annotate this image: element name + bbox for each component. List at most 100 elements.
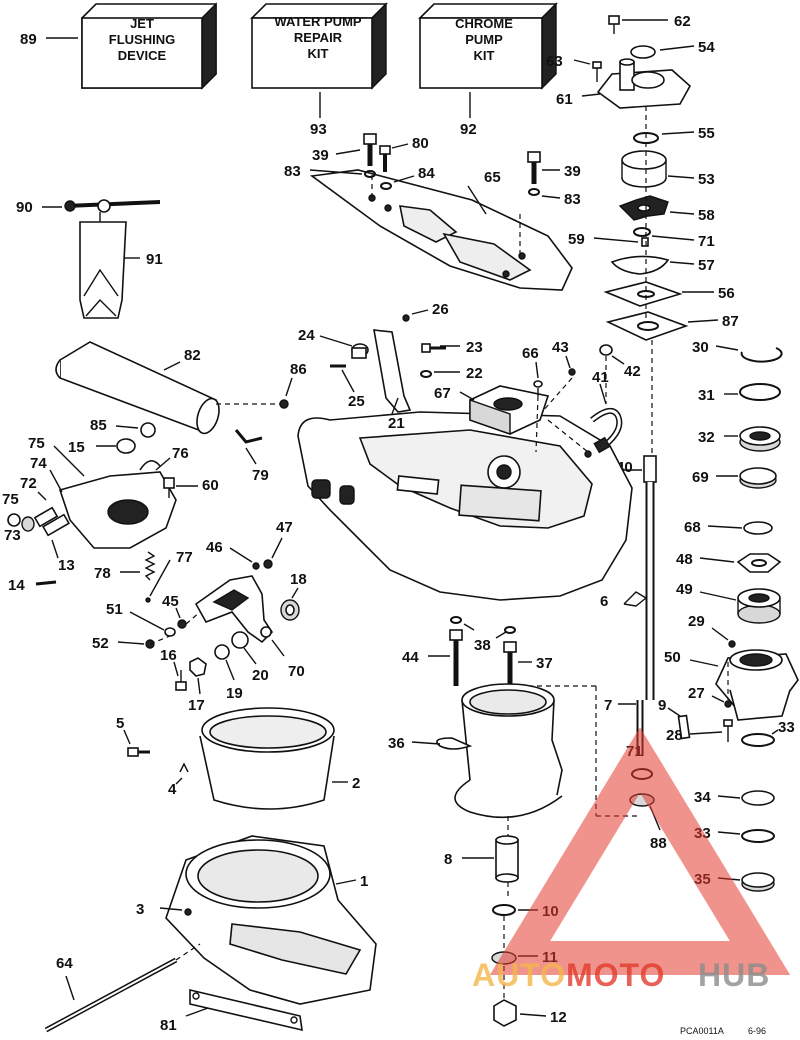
callout-24: 24 — [298, 327, 315, 344]
nozzle-body — [58, 460, 177, 549]
seal-69 — [739, 467, 777, 489]
key-59 — [641, 237, 649, 247]
callout-69: 69 — [692, 469, 709, 486]
plate-56 — [603, 281, 683, 307]
ring-31 — [739, 383, 781, 401]
callout-68: 68 — [684, 519, 701, 536]
callout-21: 21 — [388, 415, 405, 432]
screw-14 — [35, 580, 57, 586]
callout-13: 13 — [58, 557, 75, 574]
liner-8 — [495, 835, 519, 883]
callout-5: 5 — [116, 715, 124, 732]
kit-89-number: 89 — [20, 31, 37, 48]
seal-35 — [741, 872, 775, 892]
callout-81: 81 — [160, 1017, 177, 1034]
callout-75-left: 75 — [2, 491, 19, 508]
washer-43 — [568, 368, 576, 376]
screw-29 — [728, 640, 736, 648]
nut-40 — [584, 450, 592, 458]
callout-57: 57 — [698, 257, 715, 274]
callout-56: 56 — [718, 285, 735, 302]
callout-22: 22 — [466, 365, 483, 382]
callout-44: 44 — [402, 649, 419, 666]
callout-65: 65 — [484, 169, 501, 186]
drawing-code: PCA0011A — [680, 1026, 724, 1036]
kit-92-line1: CHROME — [455, 16, 513, 31]
callout-18: 18 — [290, 571, 307, 588]
bearing-32 — [739, 426, 781, 452]
bolt-37 — [503, 641, 517, 684]
callout-19: 19 — [226, 685, 243, 702]
drawing-date: 6-96 — [748, 1026, 766, 1036]
callout-30: 30 — [692, 339, 709, 356]
washer-85 — [140, 422, 156, 438]
fitting-66 — [533, 380, 543, 396]
bolt-39-left — [363, 133, 377, 166]
washer-84 — [380, 182, 392, 190]
nut-12 — [493, 999, 517, 1027]
callout-27: 27 — [688, 685, 705, 702]
watermark-auto: AUTO — [472, 957, 566, 993]
callout-60: 60 — [202, 477, 219, 494]
linkage-parts — [7, 506, 70, 537]
nut-47 — [263, 559, 273, 569]
watermark-hub: HUB — [698, 957, 770, 993]
callout-80: 80 — [412, 135, 429, 152]
nut-86 — [279, 399, 289, 409]
kit-chrome-pump: CHROME PUMP KIT 92 — [418, 2, 558, 138]
callout-50: 50 — [664, 649, 681, 666]
callout-32: 32 — [698, 429, 715, 446]
callout-76: 76 — [172, 445, 189, 462]
callout-62: 62 — [674, 13, 691, 30]
callout-75-top: 75 — [28, 435, 45, 452]
screw-45 — [177, 619, 187, 629]
bolt-39-right — [527, 151, 541, 184]
callout-36: 36 — [388, 735, 405, 752]
callout-7: 7 — [604, 697, 612, 714]
washer-19 — [214, 644, 230, 660]
kit-93-line1: WATER PUMP — [274, 14, 361, 29]
kit-93-line3: KIT — [308, 46, 329, 61]
washer-38-right — [504, 626, 516, 634]
screw-63 — [592, 61, 602, 82]
callout-23: 23 — [466, 339, 483, 356]
callout-77: 77 — [176, 549, 193, 566]
washer-83-left — [364, 170, 376, 178]
kit-92-number: 92 — [460, 121, 477, 138]
bolt-80 — [379, 145, 391, 172]
kit-89-line1: JET — [130, 16, 154, 31]
callout-67: 67 — [434, 385, 451, 402]
lock-washer-48 — [736, 553, 782, 573]
impeller-58 — [618, 195, 669, 221]
callout-59: 59 — [568, 231, 585, 248]
drive-shaft-6 — [643, 455, 657, 700]
bushing-18 — [280, 599, 300, 621]
callout-71-top: 71 — [698, 233, 715, 250]
bearing-49 — [737, 588, 781, 624]
callout-43: 43 — [552, 339, 569, 356]
callout-82: 82 — [184, 347, 201, 364]
callout-66: 66 — [522, 345, 539, 362]
bolt-60 — [163, 477, 175, 498]
callout-49: 49 — [676, 581, 693, 598]
nut-46 — [252, 562, 260, 570]
screw-5 — [127, 747, 150, 757]
callout-83-right: 83 — [564, 191, 581, 208]
callout-91: 91 — [146, 251, 163, 268]
bolt-27-28 — [723, 700, 733, 742]
callout-47: 47 — [276, 519, 293, 536]
pin-4 — [179, 762, 189, 773]
nut-26 — [402, 314, 410, 322]
callout-48: 48 — [676, 551, 693, 568]
lever-70 — [194, 575, 274, 644]
jet-pump-housing — [297, 411, 633, 601]
clip-79 — [234, 429, 263, 444]
callout-28: 28 — [666, 727, 683, 744]
callout-29: 29 — [688, 613, 705, 630]
callout-39-left: 39 — [312, 147, 329, 164]
callout-52: 52 — [92, 635, 109, 652]
kit-89-line3: DEVICE — [118, 48, 167, 63]
washer-20 — [231, 631, 249, 649]
impeller-36 — [436, 683, 563, 819]
callout-90: 90 — [16, 199, 33, 216]
